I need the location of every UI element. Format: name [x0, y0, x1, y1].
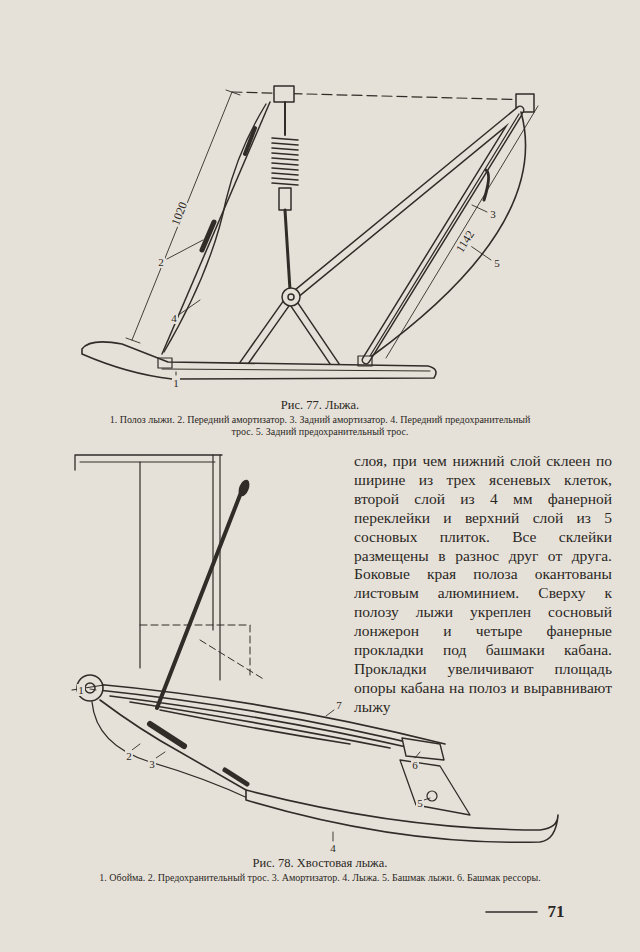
callout-number: 5 [493, 257, 501, 270]
ski-figure-77 [82, 86, 538, 379]
figure-caption: Рис. 77. Лыжа. [120, 398, 520, 412]
callout-number: 2 [125, 750, 133, 763]
figure-legend: 1. Полоз лыжи. 2. Передний амортизатор. … [105, 414, 535, 437]
dimension: 1020 [169, 199, 192, 228]
callout-number: 1 [77, 684, 85, 697]
callout-number: 7 [335, 699, 343, 712]
page-number: 71 [547, 902, 566, 922]
callout-number: 5 [416, 797, 424, 810]
callout-number: 4 [329, 842, 337, 855]
page-rule [486, 911, 537, 913]
figure-legend: 1. Обойма. 2. Предохранительный трос. 3.… [60, 872, 580, 884]
callout-number: 4 [170, 312, 178, 325]
callout-number: 2 [157, 256, 165, 269]
callout-number: 1 [172, 377, 180, 390]
callout-number: 6 [411, 759, 419, 772]
callout-number: 3 [148, 758, 156, 771]
callout-number: 3 [489, 208, 497, 221]
dimension: 1142 [453, 227, 478, 256]
body-text: слоя, при чем нижний слой склеен по шири… [354, 452, 612, 717]
figure-caption: Рис. 78. Хвостовая лыжа. [120, 856, 520, 870]
